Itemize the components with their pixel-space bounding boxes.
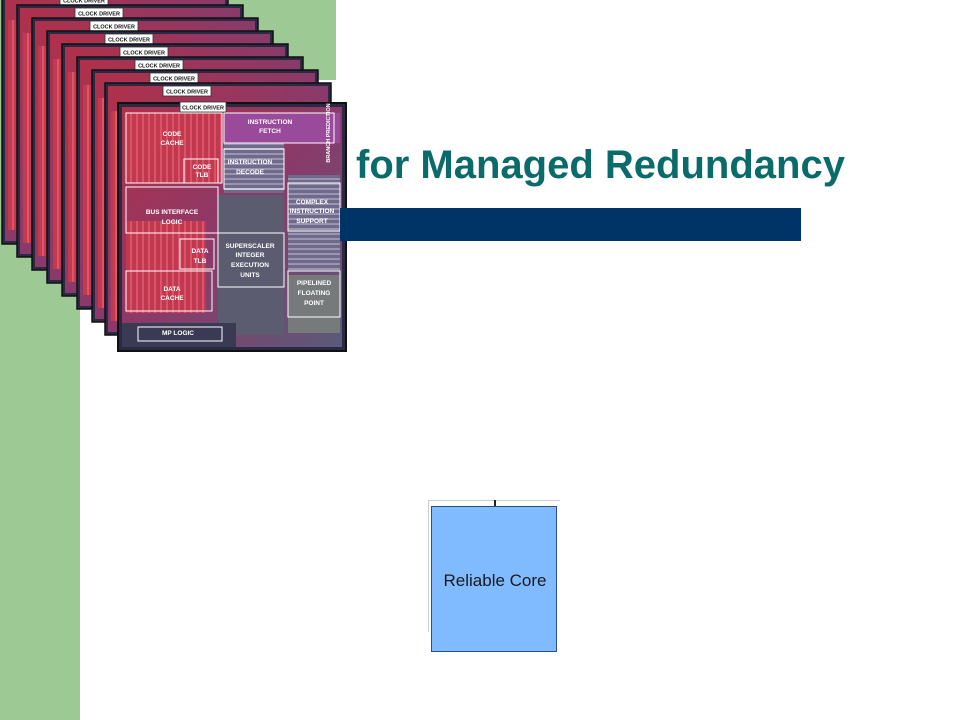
reliable-core-label: Reliable Core	[443, 571, 547, 590]
die-label-pipelined-fp: PIPELINED	[297, 280, 332, 287]
stacked-chip-dies-image: CLOCK DRIVER INSTRUCTION CLOCK DRIVER CLOCK…	[1, 0, 347, 352]
svg-text:LOGIC: LOGIC	[162, 219, 183, 226]
svg-text:SUPPORT: SUPPORT	[296, 218, 327, 225]
clock-driver-label: CLOCK DRIVER	[78, 12, 120, 18]
reliable-core-diagram: Reliable Core	[428, 500, 560, 655]
svg-text:TLB: TLB	[194, 258, 207, 265]
svg-text:DECODE: DECODE	[236, 169, 264, 176]
connector-stub	[494, 500, 496, 506]
clock-driver-label: CLOCK DRIVER	[182, 106, 224, 112]
die-label-mp-logic: MP LOGIC	[162, 330, 194, 337]
die-label-data-tlb: DATA	[191, 248, 208, 255]
clock-driver-label: CLOCK DRIVER	[166, 90, 208, 96]
die-label-complex-instruction: COMPLEX	[296, 199, 329, 206]
clock-driver-label: CLOCK DRIVER	[123, 51, 165, 57]
svg-text:INTEGER: INTEGER	[236, 252, 265, 259]
svg-text:FLOATING: FLOATING	[298, 290, 331, 297]
svg-text:POINT: POINT	[304, 300, 324, 307]
svg-text:FETCH: FETCH	[259, 128, 281, 135]
svg-text:UNITS: UNITS	[240, 272, 260, 279]
svg-text:CACHE: CACHE	[160, 140, 184, 147]
clock-driver-label: CLOCK DRIVER	[138, 64, 180, 70]
title-underline-bar	[340, 208, 801, 241]
svg-text:INSTRUCTION: INSTRUCTION	[290, 208, 335, 215]
connector-line-left	[428, 500, 429, 632]
die-label-instruction-fetch: INSTRUCTION	[248, 119, 293, 126]
clock-driver-label: CLOCK DRIVER	[93, 25, 135, 31]
die-label-branch-prediction: BRANCH PREDICTION	[326, 103, 332, 162]
clock-driver-label: CLOCK DRIVER	[108, 38, 150, 44]
die-label-code-tlb: CODE	[193, 164, 212, 171]
die-label-code-cache: CODE	[163, 131, 182, 138]
reliable-core-box: Reliable Core	[431, 506, 557, 652]
die-label-superscaler: SUPERSCALER	[225, 243, 274, 250]
die-label-instruction-decode: INSTRUCTION	[228, 159, 273, 166]
front-chip-die: INSTRUCTION FETCH CODE CACHE CODE TLB IN…	[117, 101, 347, 352]
clock-driver-label: CLOCK DRIVER	[63, 0, 105, 5]
svg-text:EXECUTION: EXECUTION	[231, 262, 269, 269]
clock-driver-label: CLOCK DRIVER	[153, 77, 195, 83]
slide-title: for Managed Redundancy	[356, 143, 845, 187]
svg-text:CACHE: CACHE	[160, 295, 184, 302]
svg-text:TLB: TLB	[196, 172, 209, 179]
die-label-data-cache: DATA	[163, 286, 180, 293]
die-label-bus-interface: BUS INTERFACE	[146, 209, 199, 216]
